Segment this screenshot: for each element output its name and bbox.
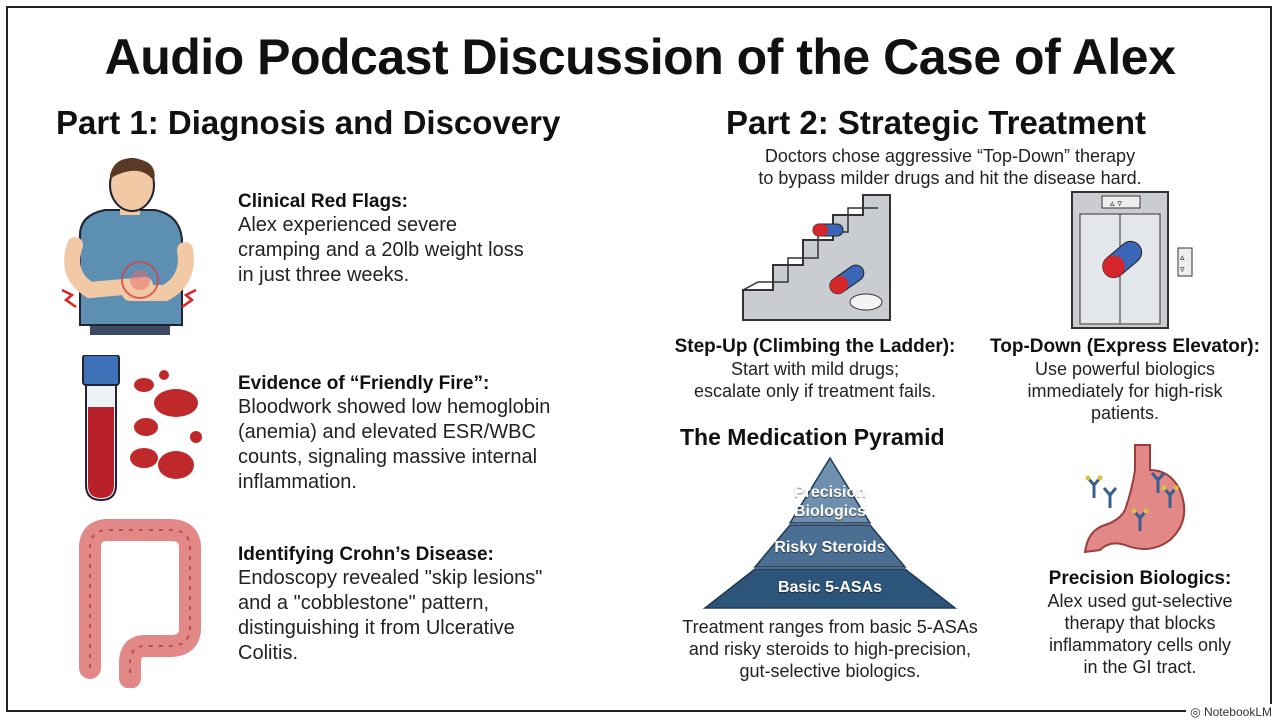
colon-icon <box>79 519 201 688</box>
caption-line: gut-selective biologics. <box>739 661 921 681</box>
pyramid-label-top: Precision Biologics <box>770 483 890 521</box>
block-line: Alex used gut-selective <box>1047 591 1233 611</box>
block-line: and a "cobblestone" pattern, <box>238 592 490 614</box>
caption-line: and risky steroids to high-precision, <box>688 639 972 659</box>
pyramid-label-middle: Risky Steroids <box>774 539 886 556</box>
part1-title: Part 1: Diagnosis and Discovery <box>56 104 561 141</box>
block-line: Use powerful biologics <box>1034 359 1216 379</box>
tier-label-line: Precision <box>793 484 867 501</box>
clinical-red-flags: Clinical Red Flags: Alex experienced sev… <box>238 190 618 288</box>
tier-label-line: Biologics <box>793 503 866 520</box>
block-line: distinguishing it from Ulcerative <box>238 617 515 639</box>
block-line: in the GI tract. <box>1083 657 1197 677</box>
svg-text:▵: ▵ <box>1180 253 1185 263</box>
svg-text:▵ ▿: ▵ ▿ <box>1110 199 1122 209</box>
pyramid-title: The Medication Pyramid <box>680 424 945 450</box>
medication-pyramid <box>702 456 958 609</box>
slide-frame <box>6 6 1272 712</box>
staircase-icon <box>742 194 891 321</box>
pyramid-tier-middle <box>753 524 907 568</box>
subtitle-line: Doctors chose aggressive “Top-Down” ther… <box>764 146 1136 166</box>
block-line: Bloodwork showed low hemoglobin <box>238 396 551 418</box>
block-heading: Precision Biologics: <box>1048 568 1232 589</box>
stomach-antibodies-icon <box>1083 444 1186 554</box>
block-line: inflammation. <box>238 471 357 493</box>
top-down-block: Top-Down (Express Elevator): Use powerfu… <box>975 335 1275 424</box>
svg-text:▿: ▿ <box>1180 265 1185 275</box>
block-line: patients. <box>1090 403 1160 423</box>
block-line: Endoscopy revealed "skip lesions" <box>238 567 543 589</box>
block-line: escalate only if treatment fails. <box>693 381 937 401</box>
elevator-icon: ▵ ▿ ▵ ▿ <box>1071 191 1193 329</box>
block-heading: Clinical Red Flags: <box>238 191 408 212</box>
watermark-label: NotebookLM <box>1203 705 1272 719</box>
block-heading: Evidence of “Friendly Fire”: <box>238 373 490 394</box>
block-line: (anemia) and elevated ESR/WBC <box>238 421 536 443</box>
friendly-fire-evidence: Evidence of “Friendly Fire”: Bloodwork s… <box>238 372 628 495</box>
step-up-block: Step-Up (Climbing the Ladder): Start wit… <box>660 335 970 402</box>
subtitle-line: to bypass milder drugs and hit the disea… <box>758 168 1142 188</box>
block-line: counts, signaling massive internal <box>238 446 538 468</box>
block-line: cramping and a 20lb weight loss <box>238 239 524 261</box>
part2-subtitle: Doctors chose aggressive “Top-Down” ther… <box>700 145 1200 189</box>
precision-biologics-block: Precision Biologics: Alex used gut-selec… <box>1010 567 1270 678</box>
notebooklm-icon: ◎ <box>1190 705 1201 719</box>
pyramid-caption: Treatment ranges from basic 5-ASAs and r… <box>650 616 1010 682</box>
pyramid-label-bottom: Basic 5-ASAs <box>777 579 883 596</box>
block-heading: Step-Up (Climbing the Ladder): <box>674 336 956 357</box>
identifying-crohns: Identifying Crohn’s Disease: Endoscopy r… <box>238 543 628 666</box>
block-line: Colitis. <box>238 642 299 664</box>
watermark: ◎ NotebookLM <box>1186 704 1276 720</box>
block-heading: Identifying Crohn’s Disease: <box>238 544 494 565</box>
block-line: immediately for high-risk <box>1027 381 1223 401</box>
part2-title: Part 2: Strategic Treatment <box>726 104 1146 141</box>
block-line: Start with mild drugs; <box>730 359 900 379</box>
block-line: inflammatory cells only <box>1048 635 1232 655</box>
page-title: Audio Podcast Discussion of the Case of … <box>104 29 1176 85</box>
stomach-pain-person-icon <box>61 158 197 335</box>
pyramid-tier-bottom <box>702 568 958 609</box>
block-heading: Top-Down (Express Elevator): <box>990 336 1260 357</box>
caption-line: Treatment ranges from basic 5-ASAs <box>682 617 978 637</box>
block-line: therapy that blocks <box>1064 613 1216 633</box>
block-line: Alex experienced severe <box>238 214 458 236</box>
pyramid-tier-top <box>788 456 872 524</box>
blood-test-tube-icon <box>82 355 202 502</box>
block-line: in just three weeks. <box>238 264 410 286</box>
